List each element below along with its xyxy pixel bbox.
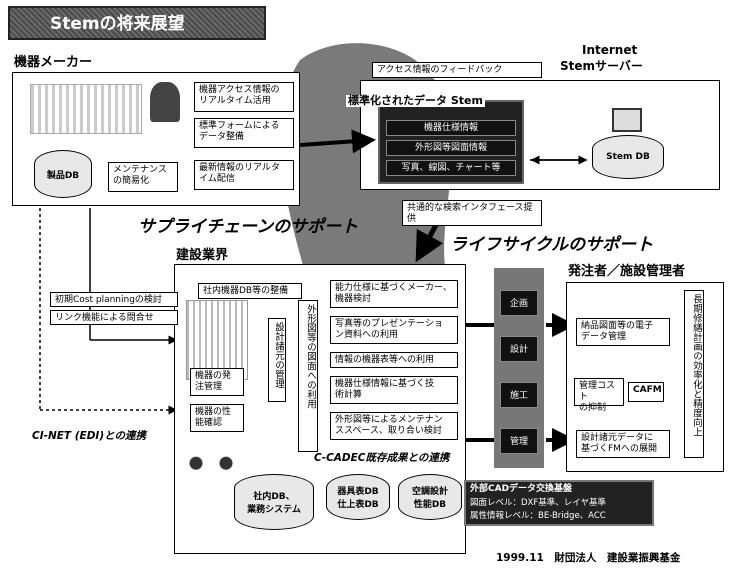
internal-db-prep: 社内機器DB等の整備 bbox=[198, 283, 302, 299]
fixture-db: 器具表DB 仕上表DB bbox=[326, 474, 390, 520]
product-db: 製品DB bbox=[34, 150, 92, 198]
internet-label: Internet bbox=[582, 43, 638, 57]
performance-check: 機器の性 能確認 bbox=[190, 404, 244, 432]
computer-illustration bbox=[612, 108, 642, 132]
maker-item-3: 最新情報のリアルタ イム配信 bbox=[194, 160, 294, 190]
title-banner: Stemの将来展望 bbox=[8, 6, 266, 40]
cad-exchange-line-1: 図面レベル：DXF基準、レイヤ基準 bbox=[470, 498, 607, 508]
stem-data-title: 標準化されたデータ Stem bbox=[346, 94, 485, 107]
construction-item-4: 機器仕様情報に基づく技 術計算 bbox=[330, 376, 458, 404]
cafm-box: CAFM bbox=[628, 382, 664, 402]
drawing-usage: 外形図等の図面への利用 bbox=[298, 300, 318, 452]
construction-item-1: 能力仕様に基づくメーカー、 機器検討 bbox=[330, 280, 458, 308]
owner-item-1: 納品図面等の電子 データ管理 bbox=[576, 318, 670, 346]
lifecycle-banner: ライフサイクルのサポート bbox=[450, 235, 654, 255]
phase-construction: 施工 bbox=[500, 382, 538, 408]
maintenance-box: メンテナンス の簡易化 bbox=[108, 162, 178, 192]
cicadec-banner: C-CADEC既存成果との連携 bbox=[314, 452, 450, 464]
internal-db: 社内DB、 業務システム bbox=[234, 474, 314, 530]
construction-item-2: 写真等のプレゼンテーショ ン資料への利用 bbox=[330, 316, 458, 344]
feedback-label: アクセス情報のフィードバック bbox=[372, 62, 542, 78]
maker-section-label: 機器メーカー bbox=[14, 55, 93, 70]
owner-item-2: 管理コスト の抑制 bbox=[574, 378, 624, 413]
stem-server-label: Stemサーバー bbox=[560, 59, 643, 73]
maker-item-2: 標準フォームによる データ整備 bbox=[194, 118, 294, 148]
stem-db: Stem DB bbox=[592, 135, 664, 179]
construction-item-5: 外形図等によるメンテナン ススペース、取り合い検討 bbox=[330, 412, 458, 440]
stem-item-3: 写真、線図、チャート等 bbox=[386, 160, 516, 176]
supply-chain-banner: サプライチェーンのサポート bbox=[138, 217, 359, 237]
people-illustration bbox=[184, 452, 244, 480]
owner-section-label: 発注者／施設管理者 bbox=[568, 264, 686, 279]
cad-exchange-title: 外部CADデータ交換基盤 bbox=[470, 484, 573, 494]
long-term-repair-plan: 長期修繕計画の効率化と精度向上 bbox=[684, 290, 704, 458]
cinet-banner: CI-NET (EDI)との連携 bbox=[32, 430, 147, 442]
construction-item-3: 情報の機器表等への利用 bbox=[330, 352, 458, 368]
construction-section-label: 建設業界 bbox=[176, 248, 229, 263]
cad-exchange-box bbox=[464, 480, 654, 526]
design-spec-management: 設計諸元の管理 bbox=[268, 318, 286, 402]
phase-management: 管理 bbox=[500, 428, 538, 454]
stem-item-2: 外形図等図面情報 bbox=[386, 140, 516, 156]
phase-design: 設計 bbox=[500, 336, 538, 362]
maker-item-1: 機器アクセス情報の リアルタイム活用 bbox=[194, 82, 294, 112]
phase-planning: 企画 bbox=[500, 290, 538, 316]
common-interface-label: 共通的な検索インタフェース提 供 bbox=[402, 200, 542, 226]
order-management: 機器の発 注管理 bbox=[190, 368, 244, 396]
left-note-1: 初期Cost planningの検討 bbox=[50, 292, 178, 307]
cad-exchange-line-2: 属性情報レベル：BE-Bridge、ACC bbox=[470, 511, 606, 521]
stem-item-1: 機器仕様情報 bbox=[386, 120, 516, 136]
building-illustration bbox=[186, 300, 248, 380]
equipment-illustration bbox=[30, 84, 142, 134]
hvac-design-db: 空調設計 性能DB bbox=[398, 474, 462, 520]
page-title: Stemの将来展望 bbox=[50, 14, 185, 34]
worker-illustration bbox=[150, 82, 180, 122]
left-note-2: リンク機能による問合せ bbox=[50, 310, 178, 325]
footer-credit: 1999.11 財団法人 建設業振興基金 bbox=[496, 552, 681, 564]
owner-item-3: 設計諸元データに 基づくFMへの展開 bbox=[576, 430, 670, 458]
